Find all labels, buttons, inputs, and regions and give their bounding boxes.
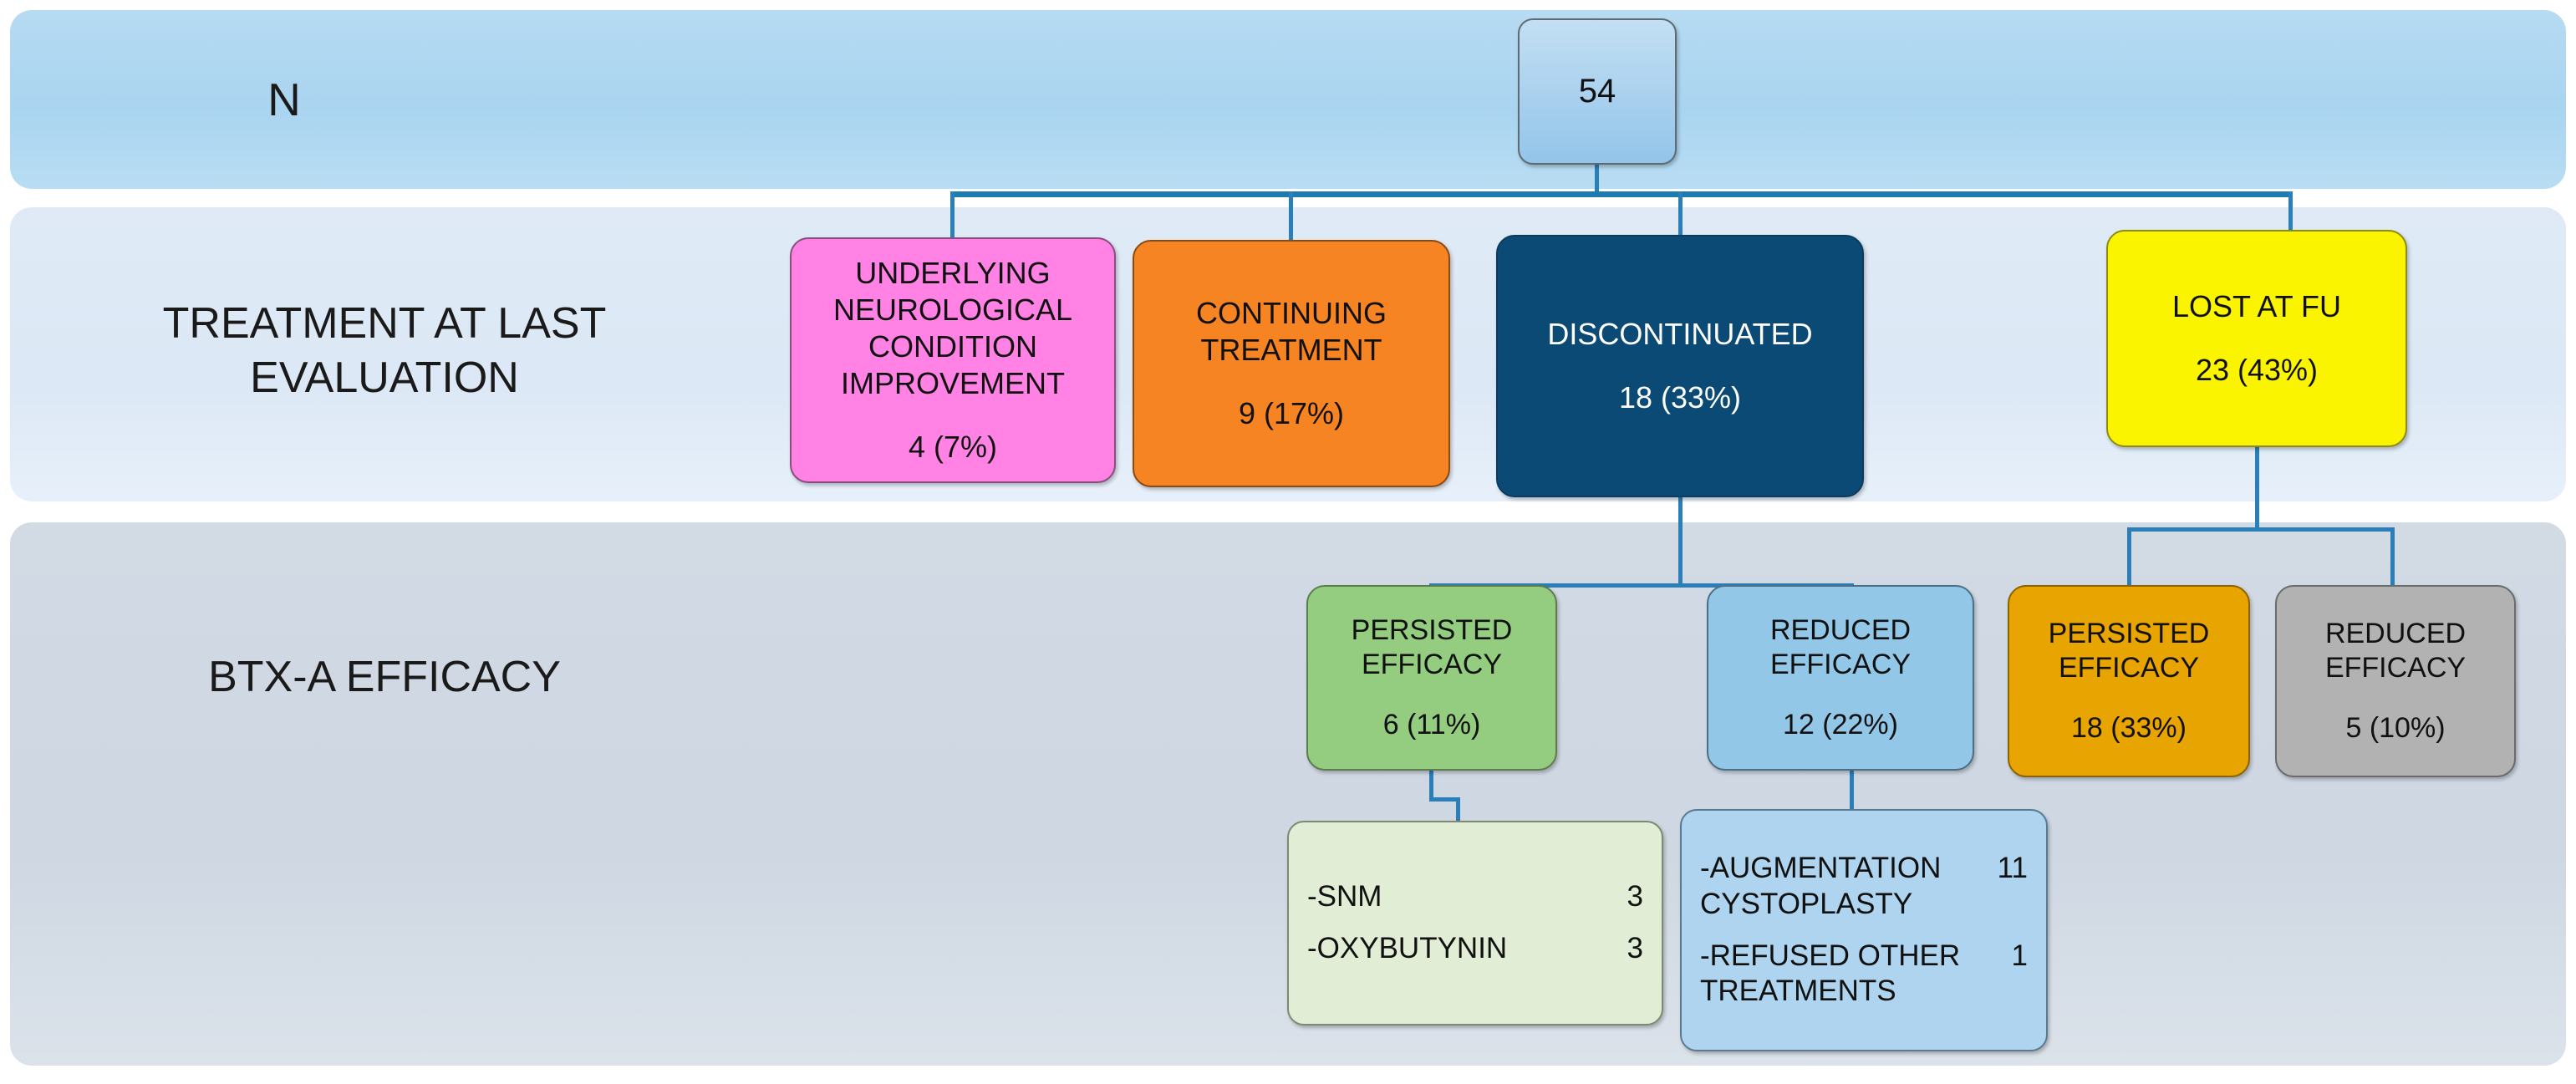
connector-to-reduced-lost [2390, 527, 2395, 588]
list-item-label: -REFUSED OTHER TREATMENTS [1700, 939, 1961, 1008]
connector-reduced-down [1850, 769, 1854, 812]
connector-lostfu-down [2255, 447, 2259, 531]
list-item: -REFUSED OTHER TREATMENTS 1 [1700, 939, 2028, 1010]
node-continuing-treatment[interactable]: CONTINUING TREATMENT 9 (17%) [1133, 240, 1450, 487]
list-item-count: 3 [1627, 932, 1643, 965]
row-label-n: N [267, 74, 301, 125]
node-reduced-lost-title: REDUCED EFFICACY [2324, 617, 2467, 684]
node-lostfu-value: 23 (43%) [2195, 353, 2319, 388]
connector-persisted-step-b [1429, 797, 1459, 802]
node-persisted-efficacy-discontinued[interactable]: PERSISTED EFFICACY 6 (11%) [1306, 585, 1557, 771]
list-item: -SNM 3 [1307, 879, 1643, 915]
node-reduced-treatments-list[interactable]: -AUGMENTATION CYSTOPLASTY 11 -REFUSED OT… [1680, 809, 2048, 1051]
list-item-count: 1 [2011, 939, 2028, 972]
node-discontinued-title: DISCONTINUATED [1547, 316, 1813, 351]
connector-persisted-step-c [1456, 797, 1460, 824]
node-total-n[interactable]: 54 [1518, 18, 1677, 165]
node-continuing-value: 9 (17%) [1238, 396, 1345, 431]
node-discontinued-value: 18 (33%) [1618, 380, 1742, 415]
node-reduced-lost-value: 5 (10%) [2345, 712, 2446, 745]
connector-persisted-step-a [1429, 769, 1433, 800]
connector-total-down [1595, 165, 1599, 195]
node-persisted-disc-title: PERSISTED EFFICACY [1351, 613, 1513, 680]
list-item: -AUGMENTATION CYSTOPLASTY 11 [1700, 851, 2028, 922]
connector-to-lostfu [2288, 191, 2293, 232]
node-lost-at-fu[interactable]: LOST AT FU 23 (43%) [2106, 230, 2407, 447]
node-improvement-value: 4 (7%) [908, 430, 998, 465]
node-reduced-efficacy-discontinued[interactable]: REDUCED EFFICACY 12 (22%) [1707, 585, 1974, 771]
list-item-label: -SNM [1307, 880, 1382, 914]
node-continuing-title: CONTINUING TREATMENT [1196, 295, 1387, 367]
node-underlying-neurological-condition-improvement[interactable]: UNDERLYING NEUROLOGICAL CONDITION IMPROV… [790, 237, 1116, 483]
connector-lostfu-bus [2127, 527, 2395, 532]
row-label-efficacy: BTX-A EFFICACY [208, 653, 561, 701]
node-persisted-lost-title: PERSISTED EFFICACY [2048, 617, 2210, 684]
connector-to-improvement [950, 191, 955, 239]
connector-to-continuing [1289, 191, 1293, 242]
connector-discontinued-down [1678, 497, 1683, 586]
node-improvement-title: UNDERLYING NEUROLOGICAL CONDITION IMPROV… [832, 256, 1073, 400]
list-item-label: -AUGMENTATION CYSTOPLASTY [1700, 852, 1942, 920]
node-reduced-disc-title: REDUCED EFFICACY [1769, 613, 1912, 680]
node-persisted-efficacy-lost-fu[interactable]: PERSISTED EFFICACY 18 (33%) [2008, 585, 2250, 777]
node-discontinuated[interactable]: DISCONTINUATED 18 (33%) [1496, 235, 1864, 497]
node-persisted-lost-value: 18 (33%) [2071, 712, 2187, 745]
connector-to-discontinued [1678, 191, 1683, 237]
row-label-treatment: TREATMENT AT LAST EVALUATION [162, 299, 607, 402]
node-persisted-treatments-list[interactable]: -SNM 3 -OXYBUTYNIN 3 [1287, 821, 1663, 1025]
node-persisted-disc-value: 6 (11%) [1382, 709, 1481, 741]
list-item-label: -OXYBUTYNIN [1307, 932, 1508, 965]
node-reduced-disc-value: 12 (22%) [1783, 709, 1898, 741]
node-reduced-efficacy-lost-fu[interactable]: REDUCED EFFICACY 5 (10%) [2275, 585, 2516, 777]
connector-row2-bus [950, 191, 2292, 197]
connector-discontinued-bus [1429, 583, 1854, 588]
node-lostfu-title: LOST AT FU [2171, 288, 2342, 323]
list-item-count: 11 [1997, 852, 2028, 884]
node-total-value: 54 [1578, 73, 1616, 110]
connector-to-persisted-lost [2127, 527, 2131, 588]
list-item-count: 3 [1627, 880, 1643, 914]
row-band-n [10, 10, 2566, 189]
list-item: -OXYBUTYNIN 3 [1307, 931, 1643, 967]
